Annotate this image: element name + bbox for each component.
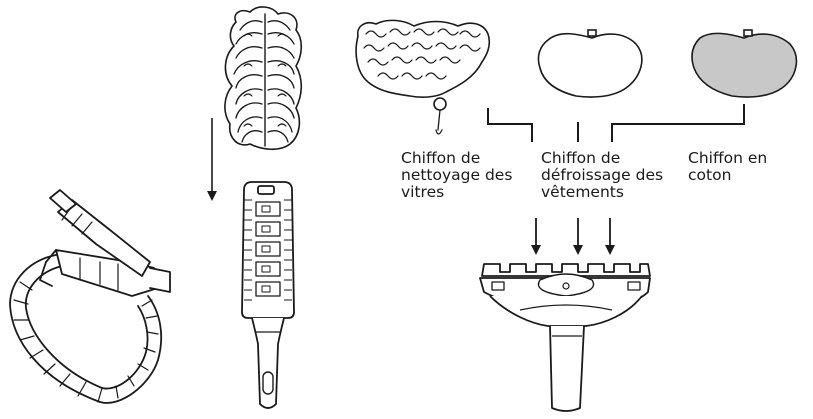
cotton-cloth-label-line-2: coton [688, 167, 767, 184]
leader-lines [488, 104, 744, 142]
window-cleaning-tool-icon [242, 182, 294, 408]
garment-cloth-label-line-1: Chiffon de [541, 150, 663, 167]
microfiber-pad-icon [225, 7, 301, 149]
cotton-cloth-icon [692, 30, 796, 97]
glass-cloth-label-line-2: nettoyage des [401, 167, 512, 184]
garment-cloth-label-line-3: vêtements [541, 184, 663, 201]
garment-cloth-label-line-2: défroissage des [541, 167, 663, 184]
glass-cloth-label-line-3: vitres [401, 184, 512, 201]
glass-cloth-label-line-1: Chiffon de [401, 150, 512, 167]
garment-cloth-icon [538, 30, 641, 97]
attach-arrows-cloths [536, 218, 610, 250]
garment-steamer-head-icon [480, 264, 650, 411]
garment-cloth-label: Chiffon de défroissage des vêtements [541, 150, 663, 201]
steam-hose-icon [10, 190, 170, 403]
cotton-cloth-label: Chiffon en coton [688, 150, 767, 184]
chenille-cloth-icon [356, 20, 489, 134]
glass-cloth-label: Chiffon de nettoyage des vitres [401, 150, 512, 201]
cotton-cloth-label-line-1: Chiffon en [688, 150, 767, 167]
